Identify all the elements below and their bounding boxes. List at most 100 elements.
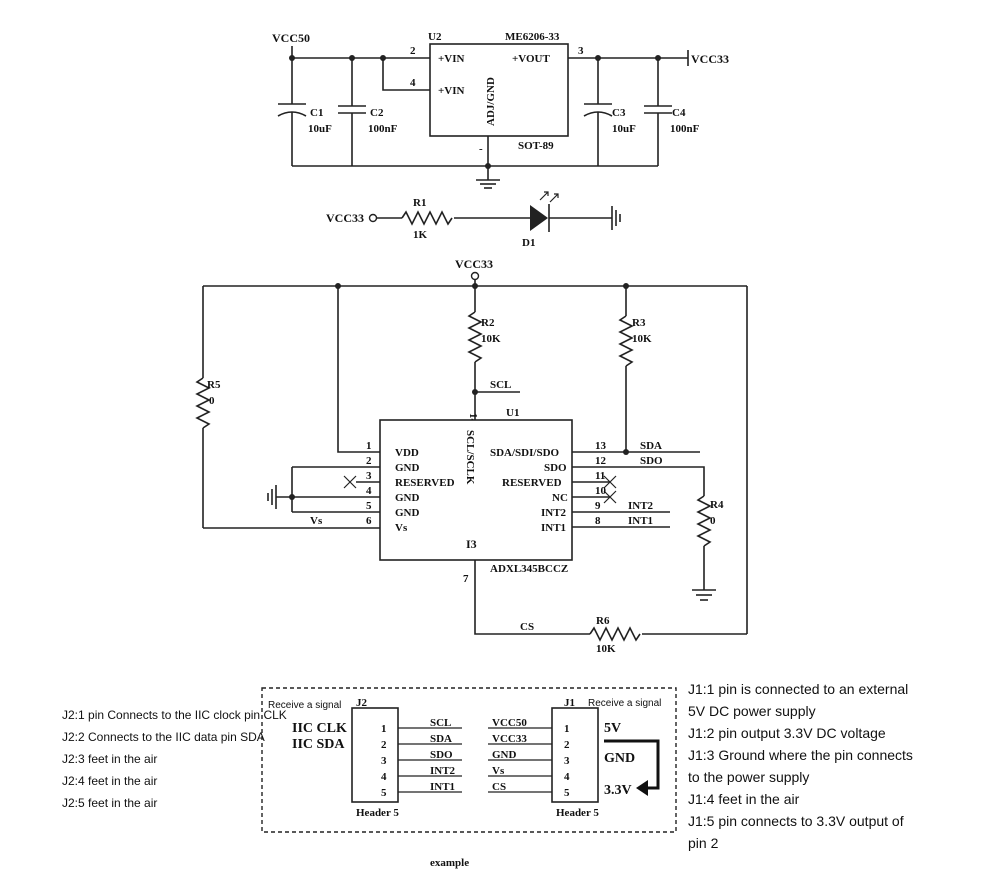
u2-pin-vout: +VOUT: [512, 53, 550, 65]
label-3v3: 3.3V: [604, 783, 632, 798]
iic-clk-label: IIC CLK: [292, 721, 347, 736]
u1-pin-number: 8: [595, 515, 601, 527]
led-section: VCC33 R1 1K D1: [326, 191, 621, 249]
vs-net-label: Vs: [310, 515, 323, 527]
sda-net-label: SDA: [640, 440, 662, 452]
j2-header-body: [351, 707, 399, 803]
receive-signal-left: Receive a signal: [268, 700, 341, 711]
u2-body: [429, 43, 569, 137]
r6-resistor: [589, 626, 641, 642]
u1-pin7-number: 7: [463, 573, 469, 585]
u2-pin-minus: -: [479, 143, 483, 155]
ground-symbol: [611, 206, 621, 230]
iic-sda-label: IIC SDA: [292, 737, 345, 752]
u1-pin-number: 11: [595, 470, 605, 482]
r1-resistor: [401, 210, 453, 226]
sdo-net-label: SDO: [640, 455, 663, 467]
example-section: Receive a signal Receive a signal J2 Hea…: [261, 687, 677, 869]
led-vcc-net: VCC33: [326, 211, 364, 225]
receive-signal-right: Receive a signal: [588, 698, 661, 709]
u1-pin-number: 2: [366, 455, 372, 467]
u1-pin14-name: SCL/SCLK: [464, 430, 476, 485]
led-emission-arrows: [539, 191, 559, 203]
r3-ref: R3: [632, 317, 646, 329]
u2-package: SOT-89: [518, 140, 554, 152]
r5-ref: R5: [207, 379, 221, 391]
ground-symbol: [476, 179, 500, 189]
j1-ref: J1: [564, 697, 575, 709]
r4-ref: R4: [710, 499, 724, 511]
j2-pin-number: 1: [381, 723, 387, 735]
u2-pin3-number: 3: [578, 45, 584, 57]
u1-pin-number: 12: [595, 455, 607, 467]
note-line: to the power supply: [688, 769, 810, 785]
regulator-section: VCC50 2 4 C1 10uF C2 100nF U2 ME6206-33 …: [272, 31, 729, 189]
cs-net-label: CS: [520, 621, 534, 633]
u2-pin-gnd: ADJ/GND: [485, 77, 497, 126]
j1-pin-number: 5: [564, 787, 570, 799]
j1-pin-number: 3: [564, 755, 570, 767]
j1-footer: Header 5: [556, 807, 599, 819]
vin2-wire: [382, 58, 430, 91]
j2-footer: Header 5: [356, 807, 399, 819]
u1-pin-number: 10: [595, 485, 607, 497]
u1-pin-number: 9: [595, 500, 601, 512]
u1-left-pins: 1 VDD 2 GND 3 RESERVED 4 GND 5 GND 6 Vs: [276, 440, 455, 534]
j1-net-label: Vs: [492, 765, 505, 777]
r1-value: 1K: [413, 229, 428, 241]
r4-value: 0: [710, 515, 716, 527]
note-line: pin 2: [688, 835, 719, 851]
u1-pin-name: INT2: [541, 507, 567, 519]
u1-pin-number: 1: [366, 440, 372, 452]
c2-ref: C2: [370, 107, 384, 119]
u1-pin-number: 6: [366, 515, 372, 527]
int1-net-label: INT1: [628, 515, 653, 527]
note-line: J2:3 feet in the air: [62, 752, 158, 766]
u1-pin-name: GND: [395, 462, 420, 474]
j1-header-body: [551, 707, 599, 803]
ground-symbol: [267, 485, 277, 509]
no-connect-mark: [603, 475, 617, 489]
j2-ref: J2: [356, 697, 368, 709]
j1-pin-number: 2: [564, 739, 570, 751]
arrow-to-3v3: [604, 739, 660, 790]
cs-wire: [474, 560, 590, 635]
main-vcc-net: VCC33: [455, 257, 493, 271]
r2-value: 10K: [481, 333, 501, 345]
u1-pin-name: GND: [395, 492, 420, 504]
j2-pin-number: 5: [381, 787, 387, 799]
u1-pin-number: 5: [366, 500, 372, 512]
scl-net-label: SCL: [490, 379, 511, 391]
vdd-wire: [337, 286, 380, 453]
d1-led-triangle: [530, 205, 548, 231]
c1-value: 10uF: [308, 123, 332, 135]
u1-pin-name: VDD: [395, 447, 419, 459]
j2-net-label: SDA: [430, 733, 452, 745]
u2-part: ME6206-33: [505, 31, 560, 43]
u2-ref: U2: [428, 31, 442, 43]
j2-pin-number: 2: [381, 739, 387, 751]
junction-dot: [485, 163, 491, 169]
r6-ref: R6: [596, 615, 610, 627]
r5-resistor: [195, 377, 211, 429]
r3-resistor: [618, 315, 634, 367]
c1-ref: C1: [310, 107, 323, 119]
u1-part: ADXL345BCCZ: [490, 563, 568, 575]
j1-pin-number: 4: [564, 771, 570, 783]
j1-pin-number: 1: [564, 723, 570, 735]
j2-pin-number: 4: [381, 771, 387, 783]
u1-pin-name: RESERVED: [395, 477, 455, 489]
note-line: J1:5 pin connects to 3.3V output of: [688, 813, 904, 829]
example-dashed-box: [261, 687, 677, 833]
u1-pin14-number: 14: [467, 413, 479, 425]
r2-ref: R2: [481, 317, 495, 329]
u1-pin-name: RESERVED: [502, 477, 562, 489]
example-caption: example: [430, 857, 469, 869]
c3-ref: C3: [612, 107, 626, 119]
u1-pin-name: SDA/SDI/SDO: [490, 447, 560, 459]
r2-resistor: [467, 311, 483, 363]
note-line: J2:4 feet in the air: [62, 774, 158, 788]
j2-net-label: INT1: [430, 781, 455, 793]
note-line: J2:1 pin Connects to the IIC clock pin C…: [62, 708, 287, 722]
